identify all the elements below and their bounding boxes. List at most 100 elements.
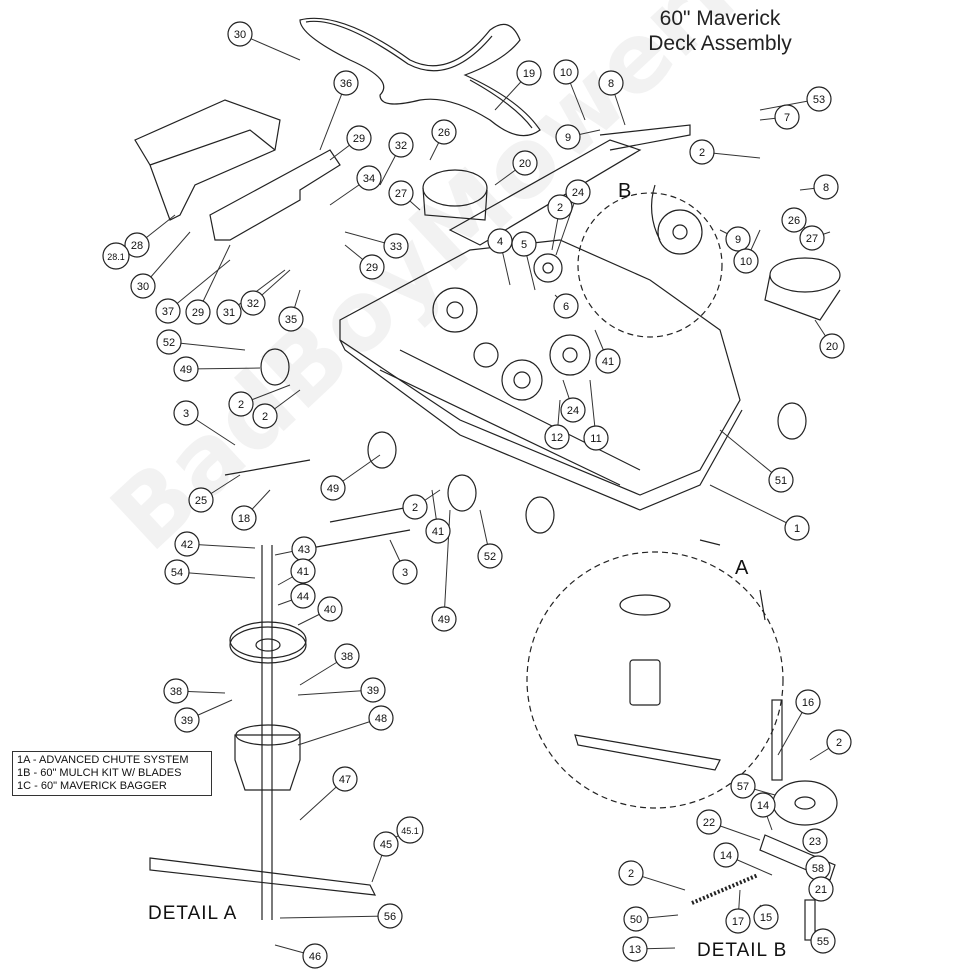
callout-bubble: 49 [320, 475, 346, 501]
callout-bubble: 2 [689, 139, 715, 165]
callout-circle [806, 86, 832, 112]
callout-bubble: 32 [388, 132, 414, 158]
detail-b-pulley [772, 780, 838, 826]
callout-number: 35 [285, 314, 297, 326]
callout-bubble: 14 [750, 792, 776, 818]
callout-bubble: 35 [278, 306, 304, 332]
pulley-center [501, 359, 543, 401]
leader-line [297, 717, 382, 746]
callout-circle [622, 936, 648, 962]
callout-number: 41 [602, 356, 614, 368]
callout-number: 13 [629, 944, 641, 956]
callout-bubble: 32 [240, 290, 266, 316]
callout-circle [402, 494, 428, 520]
callout-bubble: 2 [402, 494, 428, 520]
spindle-pulley-40 [229, 626, 307, 664]
callout-number: 34 [363, 173, 375, 185]
callout-number: 14 [720, 850, 732, 862]
callout-number: 49 [327, 483, 339, 495]
callout-circle [512, 150, 538, 176]
callout-number: 15 [760, 912, 772, 924]
detail-a-label: DETAIL A [148, 903, 238, 924]
drive-belt [299, 17, 541, 137]
pulley-left [432, 287, 478, 333]
callout-bubble: 16 [795, 689, 821, 715]
callout-circle [547, 194, 573, 220]
callout-circle [689, 139, 715, 165]
callout-circle [753, 904, 779, 930]
callout-circle [185, 299, 211, 325]
callout-bubble: 28 [124, 232, 150, 258]
callout-circle [819, 333, 845, 359]
callout-circle [227, 21, 253, 47]
callout-circle [808, 876, 834, 902]
legend-item: 1C - 60" MAVERICK BAGGER [17, 780, 167, 792]
callout-number: 2 [412, 502, 418, 514]
callout-bubble: 50 [623, 906, 649, 932]
callout-bubble: 30 [130, 273, 156, 299]
callout-circle [102, 242, 130, 270]
callout-circle [768, 467, 794, 493]
callout-bubble: 15 [753, 904, 779, 930]
callout-bubble: 29 [185, 299, 211, 325]
callout-number: 58 [812, 863, 824, 875]
callout-circle [216, 299, 242, 325]
callout-circle [173, 356, 199, 382]
callout-circle [156, 329, 182, 355]
callout-bubble: 30 [227, 21, 253, 47]
callout-circle [290, 558, 316, 584]
title-line-1: 60" Maverick [659, 7, 781, 30]
legend-item: 1B - 60" MULCH KIT W/ BLADES [17, 767, 182, 779]
callout-bubble: 9 [555, 124, 581, 150]
detail-a-circle [526, 551, 784, 809]
callout-circle [431, 606, 457, 632]
callout-number: 20 [519, 158, 531, 170]
callout-circle [130, 273, 156, 299]
callout-bubble: 23 [802, 828, 828, 854]
callout-bubble: 3 [392, 559, 418, 585]
callout-number: 57 [737, 781, 749, 793]
callout-circle [425, 518, 451, 544]
callout-bubble: 26 [431, 119, 457, 145]
callout-bubble: 38 [163, 678, 189, 704]
callout-number: 27 [806, 233, 818, 245]
callout-bubble: 20 [819, 333, 845, 359]
callout-bubble: 38 [334, 643, 360, 669]
callout-bubble: 2 [547, 194, 573, 220]
callout-number: 36 [340, 78, 352, 90]
callout-circle [553, 59, 579, 85]
callout-bubble: 1 [784, 515, 810, 541]
callout-circle [733, 248, 759, 274]
callout-number: 32 [247, 298, 259, 310]
callout-bubble: 2 [826, 729, 852, 755]
callout-number: 2 [699, 147, 705, 159]
callout-bubble: 20 [512, 150, 538, 176]
callout-number: 1 [794, 523, 800, 535]
leader-line [168, 341, 246, 351]
callout-bubble: 39 [360, 677, 386, 703]
legend-item: 1A - ADVANCED CHUTE SYSTEM [17, 754, 189, 766]
diagram-title: 60" Maverick Deck Assembly [600, 6, 840, 56]
callout-bubble: 25 [188, 487, 214, 513]
callout-bubble: 22 [696, 809, 722, 835]
callout-circle [377, 903, 403, 929]
callout-circle [784, 515, 810, 541]
callout-number: 48 [375, 713, 387, 725]
callout-number: 20 [826, 341, 838, 353]
callout-bubble: 7 [774, 104, 800, 130]
callout-circle [544, 424, 570, 450]
callout-number: 8 [823, 182, 829, 194]
callout-bubble: 5 [511, 231, 537, 257]
callout-bubble: 24 [560, 397, 586, 423]
callout-circle [359, 254, 385, 280]
callout-number: 24 [567, 405, 579, 417]
callout-number: 12 [551, 432, 563, 444]
callout-circle [774, 104, 800, 130]
callout-number: 28.1 [107, 252, 125, 262]
callout-circle [368, 705, 394, 731]
callout-circle [799, 225, 825, 251]
callout-circle [781, 207, 807, 233]
callout-number: 44 [297, 591, 309, 603]
callout-circle [164, 559, 190, 585]
